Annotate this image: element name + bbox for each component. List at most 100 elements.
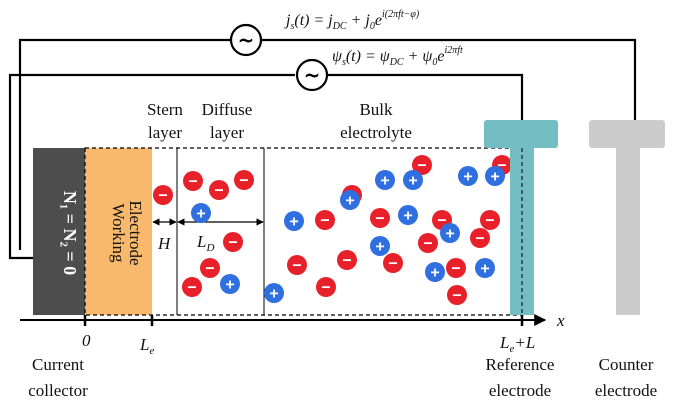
anion-icon: − xyxy=(412,155,432,175)
anion-icon: − xyxy=(234,170,254,190)
svg-text:+: + xyxy=(380,173,389,190)
anion-icon: − xyxy=(183,171,203,191)
cation-icon: + xyxy=(425,262,445,282)
svg-text:+: + xyxy=(480,261,489,278)
counter-electrode-body xyxy=(616,148,640,315)
svg-text:+: + xyxy=(225,277,234,294)
inner-circuit-wire xyxy=(8,73,524,260)
anion-icon: − xyxy=(418,233,438,253)
cation-icon: + xyxy=(458,166,478,186)
reference-electrode-body xyxy=(510,148,534,315)
cation-icon: + xyxy=(475,258,495,278)
cation-icon: + xyxy=(440,223,460,243)
anion-icon: − xyxy=(446,258,466,278)
svg-text:−: − xyxy=(214,183,223,200)
current-source-ac-icon: ~ xyxy=(229,23,263,57)
svg-text:−: − xyxy=(188,174,197,191)
current-equation: js(t) = jDC + j0ei(2πft−φ) xyxy=(284,9,420,32)
svg-text:−: − xyxy=(452,288,461,305)
anion-icon: − xyxy=(470,228,490,248)
ac-symbol: ~ xyxy=(238,28,255,52)
current-collector xyxy=(33,148,85,315)
cation-icon: + xyxy=(340,190,360,210)
ions-layer: −−−−−−−−−−−−−−−−−−−−−−++++++++++++++ xyxy=(153,155,512,305)
svg-text:−: − xyxy=(417,158,426,175)
tick-label-le: Le xyxy=(139,335,154,357)
svg-text:−: − xyxy=(497,158,506,175)
svg-text:+: + xyxy=(345,193,354,210)
working-electrode-label-line1: Working xyxy=(109,203,128,263)
diffuse-label-line2: layer xyxy=(210,123,244,142)
svg-text:+: + xyxy=(375,239,384,256)
anion-icon: − xyxy=(480,210,500,230)
bulk-label-line2: electrolyte xyxy=(340,123,412,142)
reference-electrode-head xyxy=(484,120,558,148)
cation-icon: + xyxy=(375,170,395,190)
working-electrode xyxy=(85,148,152,315)
anion-icon: − xyxy=(383,253,403,273)
svg-text:−: − xyxy=(321,280,330,297)
voltage-source-ac-icon: ~ xyxy=(295,58,329,92)
svg-text:+: + xyxy=(490,169,499,186)
cation-icon: + xyxy=(220,274,240,294)
svg-text:+: + xyxy=(445,226,454,243)
working-electrode-label-line2: Electrode xyxy=(126,200,145,265)
cation-icon: + xyxy=(191,203,211,223)
current-collector-label-line2: collector xyxy=(28,381,88,400)
reference-electrode-label-line1: Reference xyxy=(486,355,555,374)
debye-length-label: LD xyxy=(196,232,214,254)
stern-label-line1: Stern xyxy=(147,100,183,119)
cation-icon: + xyxy=(370,236,390,256)
svg-text:+: + xyxy=(430,265,439,282)
svg-text:−: − xyxy=(388,256,397,273)
anion-icon: − xyxy=(287,255,307,275)
svg-text:−: − xyxy=(187,280,196,297)
anion-icon: − xyxy=(200,258,220,278)
outer-circuit-wire xyxy=(18,38,637,250)
svg-text:+: + xyxy=(289,214,298,231)
x-axis-label: x xyxy=(556,311,565,330)
svg-text:−: − xyxy=(239,173,248,190)
anion-icon: − xyxy=(370,208,390,228)
svg-text:−: − xyxy=(475,231,484,248)
cation-icon: + xyxy=(264,283,284,303)
anion-icon: − xyxy=(447,285,467,305)
anion-icon: − xyxy=(223,232,243,252)
svg-text:−: − xyxy=(437,213,446,230)
svg-text:−: − xyxy=(342,253,351,270)
anion-icon: − xyxy=(316,277,336,297)
cation-icon: + xyxy=(284,211,304,231)
svg-text:−: − xyxy=(205,261,214,278)
anion-icon: − xyxy=(182,277,202,297)
anion-icon: − xyxy=(153,185,173,205)
collector-boundary-label: N₁ = N₂ = 0 xyxy=(60,191,80,275)
svg-text:−: − xyxy=(292,258,301,275)
svg-text:−: − xyxy=(485,213,494,230)
ac-symbol: ~ xyxy=(304,63,321,87)
svg-text:−: − xyxy=(228,235,237,252)
svg-text:+: + xyxy=(403,208,412,225)
cation-icon: + xyxy=(485,166,505,186)
cation-icon: + xyxy=(398,205,418,225)
bulk-label-line1: Bulk xyxy=(359,100,393,119)
potential-equation: ψs(t) = ψDC + ψ0ei2πft xyxy=(332,45,463,68)
tick-label-0: 0 xyxy=(82,331,91,350)
svg-text:+: + xyxy=(463,169,472,186)
cation-icon: + xyxy=(403,170,423,190)
svg-text:−: − xyxy=(375,211,384,228)
anion-icon: − xyxy=(337,250,357,270)
diffuse-label-line1: Diffuse xyxy=(202,100,253,119)
svg-text:+: + xyxy=(408,173,417,190)
anion-icon: − xyxy=(315,210,335,230)
counter-electrode-head xyxy=(589,120,665,148)
current-collector-label-line1: Current xyxy=(32,355,84,374)
svg-text:−: − xyxy=(320,213,329,230)
svg-text:−: − xyxy=(158,188,167,205)
tick-label-le-plus-l: Le+L xyxy=(499,333,535,355)
svg-text:+: + xyxy=(196,206,205,223)
reference-electrode-label-line2: electrode xyxy=(489,381,551,400)
svg-text:+: + xyxy=(269,286,278,303)
stern-thickness-label: H xyxy=(157,234,172,253)
